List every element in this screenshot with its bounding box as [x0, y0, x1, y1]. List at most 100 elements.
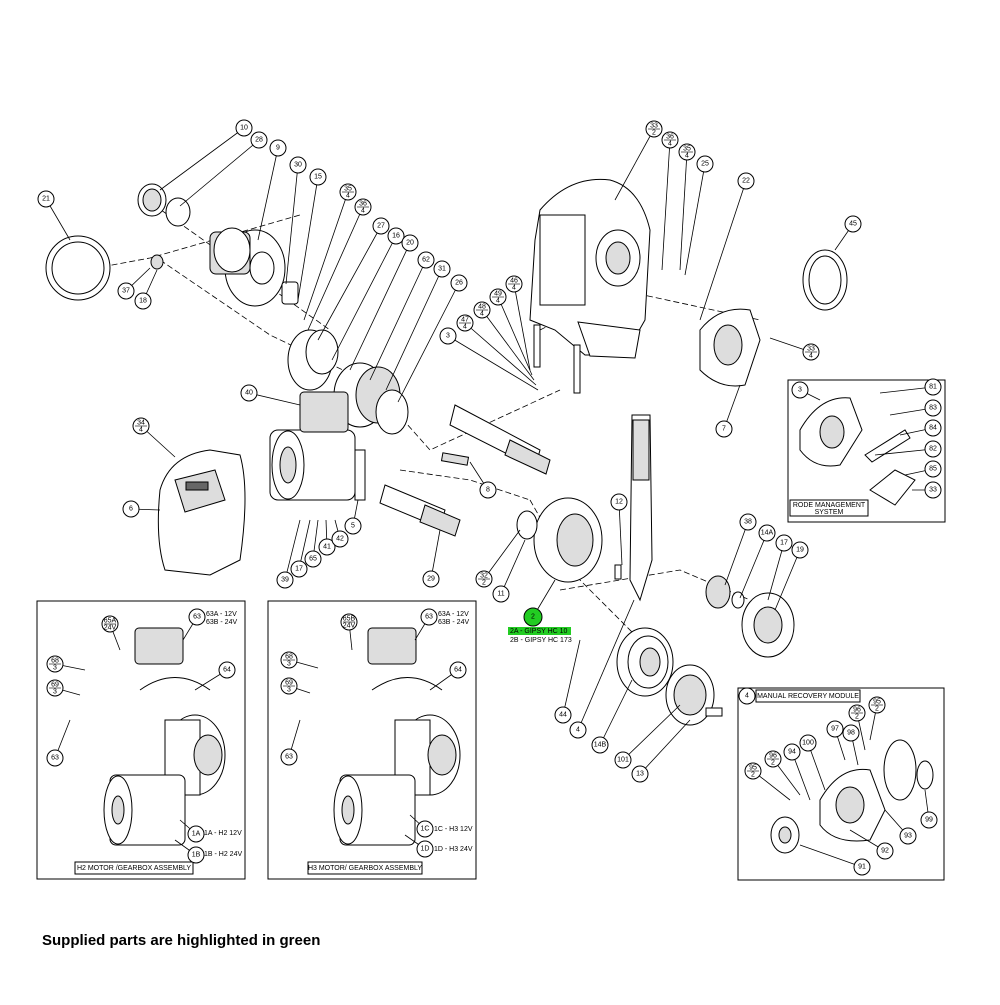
nut-part-18: [150, 254, 164, 270]
callout-label: 40: [245, 390, 253, 397]
callout-33: 33: [912, 481, 942, 499]
callout-44: 44: [554, 639, 581, 724]
callout-label: 83: [929, 405, 937, 412]
callout-93: 93: [884, 809, 917, 845]
callout-85: 85: [904, 460, 942, 478]
callout-3: 3: [791, 381, 821, 401]
plate-part-3: [699, 308, 761, 387]
callout-label: 63: [193, 614, 201, 621]
callout-label: 20: [406, 240, 414, 247]
callout-96: 962: [848, 704, 866, 751]
callout-10: 10: [159, 119, 253, 191]
callout-63: 63: [280, 719, 301, 766]
callout-label: 39: [281, 577, 289, 584]
callout-label: 9: [276, 145, 280, 152]
callout-label: 4: [576, 727, 580, 734]
callout-1D: 1D: [404, 834, 434, 858]
callout-label: 41: [323, 544, 331, 551]
callout-62: 62: [369, 251, 435, 381]
h3-spec1-b: 1D - H3 24V: [434, 846, 473, 853]
rode-callouts: 3 81 83 84 82 85 33: [791, 378, 942, 499]
callout-sub: 4: [346, 193, 350, 200]
callout-label: 85: [929, 466, 937, 473]
callout-label: 48: [478, 304, 486, 311]
callout-6: 6: [122, 500, 161, 518]
callout-68: 683: [46, 655, 86, 673]
callout-95: 952: [868, 696, 886, 741]
housing-part-5: [529, 178, 651, 394]
h3-spec63-a: 63A - 12V: [438, 611, 469, 618]
callout-label: 64: [223, 667, 231, 674]
callout-sub: 24V: [343, 623, 356, 630]
callout-label: 99: [925, 817, 933, 824]
callout-label: 34: [137, 420, 145, 427]
callout-21: 21: [37, 190, 71, 241]
callout-label: 21: [42, 196, 50, 203]
callout-4: 4: [738, 687, 756, 705]
callout-sub: 24V: [104, 625, 117, 632]
callout-sub: 3: [287, 661, 291, 668]
callout-9: 9: [257, 139, 287, 241]
callout-label: 38: [744, 519, 752, 526]
callout-label: 81: [929, 384, 937, 391]
highlight-id: 2: [531, 614, 535, 621]
callout-92: 92: [849, 829, 894, 860]
h3-motor-box: H3 MOTOR/ GEARBOX ASSEMBLY 63A - 12V 63B…: [267, 600, 477, 880]
callout-34: 344: [132, 417, 176, 458]
callout-label: 82: [929, 446, 937, 453]
callout-label: 26: [455, 280, 463, 287]
callout-sub: 2: [855, 714, 859, 721]
callout-label: 3: [798, 387, 802, 394]
ring-parts-11-17: [705, 575, 795, 658]
callout-63: 63: [182, 608, 206, 641]
callout-69: 693: [280, 677, 311, 695]
callout-31: 31: [385, 260, 451, 391]
callout-label: 1B: [192, 852, 201, 859]
callout-label: 31: [438, 266, 446, 273]
callout-label: 15: [314, 174, 322, 181]
caption: Supplied parts are highlighted in green: [42, 932, 321, 949]
callout-label: 63: [51, 755, 59, 762]
callout-sub: 4: [668, 141, 672, 148]
callout-28: 28: [179, 131, 268, 207]
callout-label: 18: [139, 298, 147, 305]
drum-part-9: [209, 227, 286, 307]
highlighted-callout-2: 2 2A - GIPSY HC 10 2B - GIPSY HC 173: [508, 579, 572, 644]
callout-label: 46: [510, 278, 518, 285]
callout-97: 97: [826, 720, 846, 761]
callout-label: 22: [742, 178, 750, 185]
callout-label: 96: [769, 753, 777, 760]
callout-sub: 4: [512, 285, 516, 292]
callout-sub: 2: [482, 580, 486, 587]
h2-title: H2 MOTOR /GEARBOX ASSEMBLY: [77, 865, 191, 872]
callout-label: 17: [295, 566, 303, 573]
h2-spec1-b: 1B - H2 24V: [204, 851, 242, 858]
callout-83: 83: [889, 399, 942, 417]
callout-14A: 14A: [739, 524, 776, 599]
callout-label: 29: [427, 576, 435, 583]
callout-label: 69: [51, 682, 59, 689]
callout-36: 364: [307, 198, 372, 331]
callout-29: 29: [422, 529, 441, 588]
callout-label: 47: [461, 317, 469, 324]
flange-stack: [287, 329, 409, 435]
callout-label: 3: [446, 333, 450, 340]
callout-sub: 3: [287, 687, 291, 694]
callout-label: 44: [559, 712, 567, 719]
callout-12: 12: [610, 493, 628, 566]
callout-46: 464: [505, 275, 531, 371]
callout-1C: 1C: [409, 814, 434, 838]
cap-part-101: [665, 664, 715, 726]
callout-45: 45: [834, 215, 862, 251]
callout-label: 42: [336, 536, 344, 543]
callout-label: 45: [849, 221, 857, 228]
h2-spec63-b: 63B - 24V: [206, 619, 237, 626]
callout-label: 65B: [343, 616, 356, 623]
callout-label: 68: [285, 654, 293, 661]
callout-label: 84: [929, 425, 937, 432]
